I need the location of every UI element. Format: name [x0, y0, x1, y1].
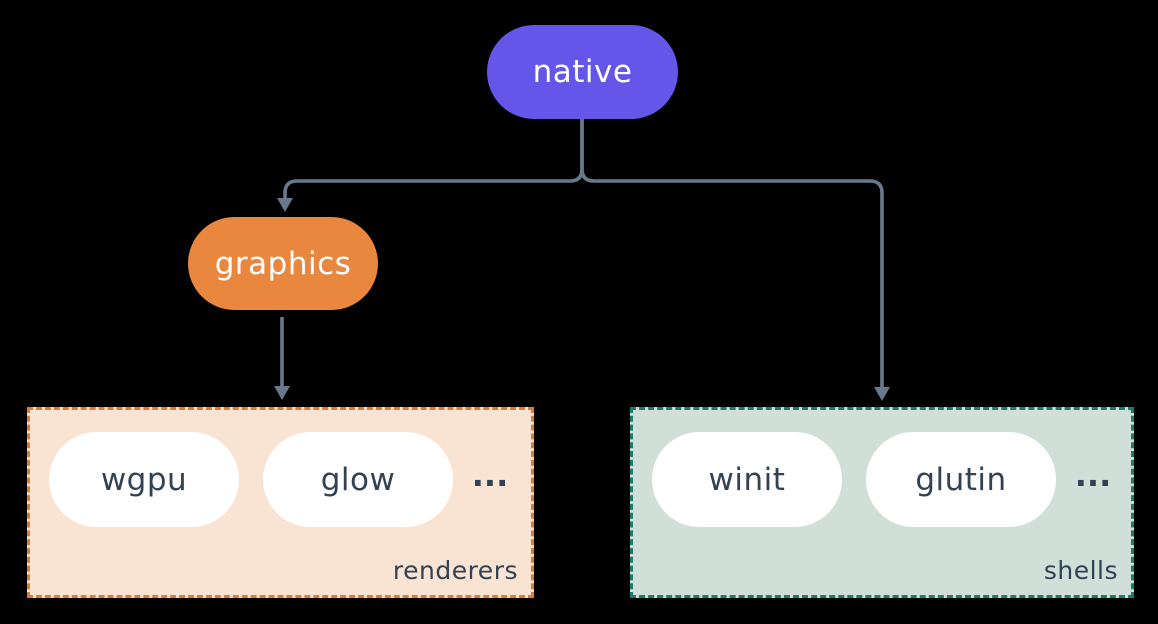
- node-graphics-label: graphics: [214, 245, 352, 282]
- shells-more-ellipsis: ...: [1074, 456, 1112, 494]
- renderers-more-ellipsis: ...: [471, 456, 509, 494]
- node-native: native: [487, 25, 678, 119]
- edge-native-graphics-arrowhead-icon: [277, 198, 293, 212]
- pill-glutin-label: glutin: [915, 461, 1007, 498]
- edge-native-shells-line: [580, 119, 884, 388]
- pill-glow: glow: [263, 432, 453, 527]
- pill-winit-label: winit: [708, 461, 786, 498]
- pill-wgpu: wgpu: [49, 432, 239, 527]
- group-box-renderers: wgpu glow ... renderers: [27, 407, 534, 598]
- edge-graphics-renderers-arrowhead-icon: [274, 386, 290, 400]
- pill-winit: winit: [652, 432, 842, 527]
- pill-wgpu-label: wgpu: [100, 461, 188, 498]
- group-label-renderers: renderers: [392, 556, 518, 585]
- edge-native-graphics-line: [283, 119, 584, 199]
- node-native-label: native: [532, 54, 633, 90]
- edge-native-shells-arrowhead-icon: [874, 387, 890, 401]
- node-graphics: graphics: [188, 217, 378, 310]
- pill-glutin: glutin: [866, 432, 1056, 527]
- group-label-shells: shells: [1043, 556, 1118, 585]
- pill-glow-label: glow: [320, 461, 396, 498]
- group-box-shells: winit glutin ... shells: [630, 407, 1134, 598]
